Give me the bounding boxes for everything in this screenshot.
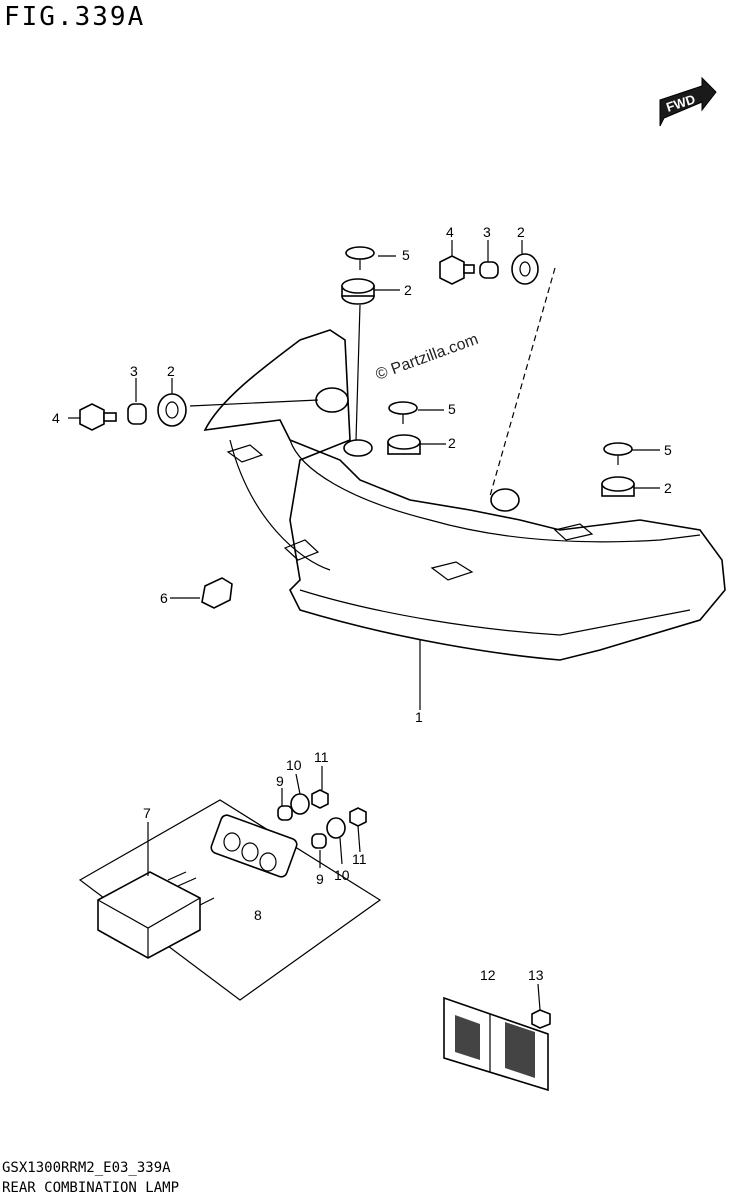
- license-lamp-kit-box: [78, 799, 382, 1001]
- reflector: [443, 996, 549, 1092]
- callout-2-top-center: 2: [404, 282, 412, 298]
- callout-5-right: 5: [664, 442, 672, 458]
- callout-9-lower: 9: [316, 871, 324, 887]
- callout-10-upper: 10: [286, 757, 302, 773]
- fwd-arrow-icon: FWD: [659, 76, 717, 127]
- screw-top-center: [345, 246, 375, 270]
- hardware-upper: [277, 789, 329, 821]
- callout-4-left: 4: [52, 410, 60, 426]
- section-name: REAR COMBINATION LAMP: [2, 1180, 180, 1196]
- screw-right: [603, 442, 633, 465]
- callout-leaders: [68, 240, 660, 1011]
- callout-12: 12: [480, 967, 496, 983]
- nut-13: [531, 1009, 551, 1029]
- clip-part-6: [201, 577, 233, 609]
- figure-title: FIG.339A: [4, 2, 146, 32]
- bolt-left: [79, 403, 117, 431]
- watermark-text: © Partzilla.com: [374, 331, 481, 384]
- collar-left: [127, 403, 147, 425]
- callout-13: 13: [528, 967, 544, 983]
- model-code: GSX1300RRM2_E03_339A: [2, 1160, 171, 1176]
- callout-2-middle: 2: [448, 435, 456, 451]
- bolt-top-right: [439, 255, 475, 285]
- grommet-middle: [387, 434, 421, 455]
- leader-lines: [170, 267, 556, 710]
- callout-3-left: 3: [130, 363, 138, 379]
- callout-6: 6: [160, 590, 168, 606]
- hardware-lower: [311, 807, 367, 849]
- callout-2-right: 2: [664, 480, 672, 496]
- callout-8: 8: [254, 907, 262, 923]
- callout-9-upper: 9: [276, 773, 284, 789]
- lamp-housing: [203, 329, 726, 661]
- grommet-left: [157, 393, 187, 427]
- callout-4-top: 4: [446, 224, 454, 240]
- callout-5-middle: 5: [448, 401, 456, 417]
- callout-1: 1: [415, 709, 423, 725]
- callout-7: 7: [143, 805, 151, 821]
- grommet-right: [601, 476, 635, 497]
- screw-middle: [388, 401, 418, 424]
- collar-top-right: [479, 261, 499, 279]
- grommet-top-right: [511, 253, 539, 285]
- callout-11-upper: 11: [314, 749, 329, 765]
- callout-3-top: 3: [483, 224, 491, 240]
- callout-5-top: 5: [402, 247, 410, 263]
- callout-11-lower: 11: [352, 851, 367, 867]
- callout-2-top-right: 2: [517, 224, 525, 240]
- grommet-top-center: [341, 278, 375, 305]
- callout-labels: 4 3 2 5 2 4 3 2 5 2 5 2 6 1 7 8 9 10 11 …: [52, 224, 672, 983]
- callout-10-lower: 10: [334, 867, 350, 883]
- callout-2-left: 2: [167, 363, 175, 379]
